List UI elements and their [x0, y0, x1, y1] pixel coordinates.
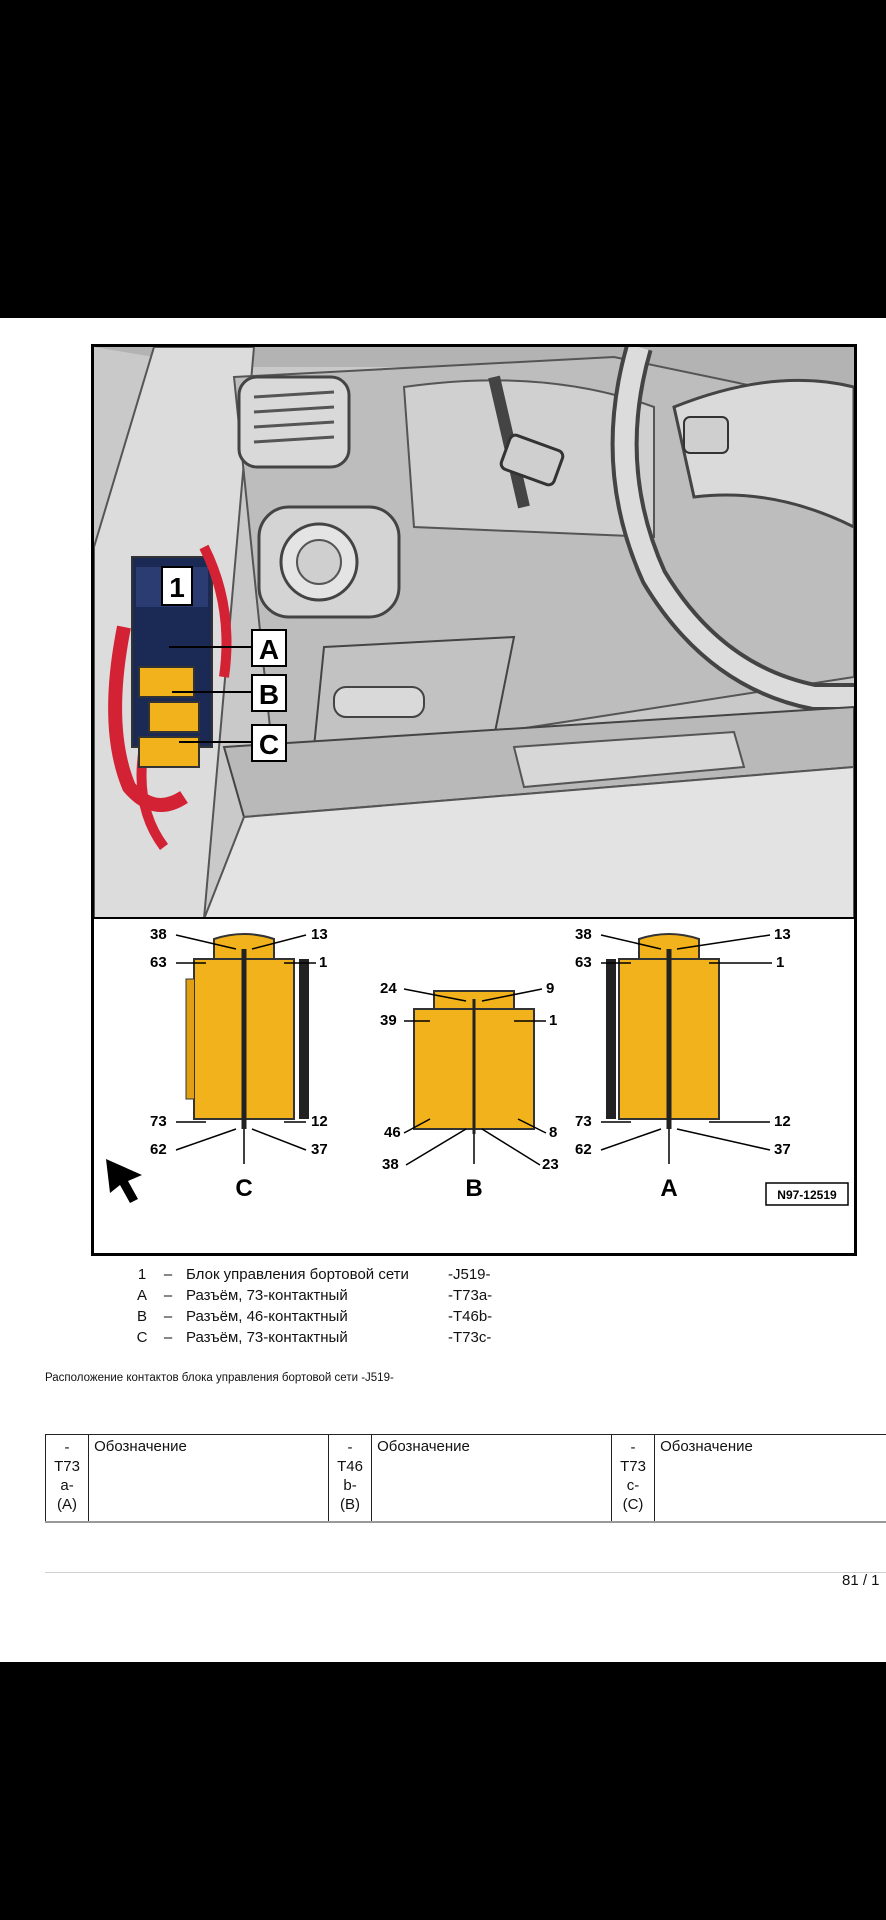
- svg-text:38: 38: [575, 926, 592, 943]
- svg-text:1: 1: [776, 954, 784, 971]
- svg-text:12: 12: [774, 1113, 791, 1130]
- page-number: 81 / 1: [842, 1572, 880, 1589]
- figure-legend: 1 – Блок управления бортовой сети -J519-…: [134, 1264, 493, 1348]
- legend-text: Блок управления бортовой сети: [186, 1266, 409, 1283]
- svg-text:8: 8: [549, 1124, 557, 1141]
- photo-label-b: B: [251, 674, 287, 712]
- svg-text:38: 38: [382, 1156, 399, 1173]
- svg-text:C: C: [259, 729, 279, 760]
- orientation-arrow-icon: [106, 1159, 142, 1203]
- photo-label-a: A: [251, 629, 287, 667]
- svg-text:A: A: [660, 1175, 677, 1202]
- svg-text:23: 23: [542, 1156, 559, 1173]
- connector-c: 38 13 63 1 73 12 62 37 C: [150, 926, 328, 1202]
- svg-text:C: C: [235, 1175, 252, 1202]
- dashboard-illustration: 1 A B C: [94, 347, 854, 919]
- svg-text:1: 1: [549, 1012, 557, 1029]
- svg-text:62: 62: [575, 1141, 592, 1158]
- legend-text: Разъём, 73-контактный: [186, 1287, 348, 1304]
- section-caption: Расположение контактов блока управления …: [45, 1372, 394, 1384]
- legend-key: 1: [137, 1266, 147, 1283]
- document-page: 1 A B C 38: [0, 318, 886, 1662]
- pinout-table: -T73 a-(A) Обозначение -T46 b-(B) Обозна…: [44, 1434, 886, 1523]
- svg-text:62: 62: [150, 1141, 167, 1158]
- column-number-header: -T73 c-(C): [610, 1434, 656, 1523]
- legend-code: -T73c-: [448, 1329, 492, 1346]
- connector-pinout-diagram: 38 13 63 1 73 12 62 37 C: [106, 926, 849, 1206]
- column-number-header: -T73 a-(A): [44, 1434, 90, 1523]
- legend-code: -T73a-: [448, 1287, 493, 1304]
- legend-key: C: [136, 1329, 148, 1346]
- column-label-header: Обозначение: [371, 1434, 612, 1523]
- legend-code: -J519-: [448, 1266, 491, 1283]
- svg-text:13: 13: [774, 926, 791, 943]
- svg-text:73: 73: [575, 1113, 592, 1130]
- legend-text: Разъём, 46-контактный: [186, 1308, 348, 1325]
- table-header-row: -T73 a-(A) Обозначение -T46 b-(B) Обозна…: [44, 1434, 886, 1523]
- table-bottom-border: [45, 1521, 886, 1523]
- svg-text:A: A: [259, 634, 279, 665]
- svg-text:24: 24: [380, 980, 397, 997]
- connector-b: 24 9 39 1 46 8 38 23 B: [380, 980, 559, 1202]
- svg-text:13: 13: [311, 926, 328, 943]
- photo-label-c: C: [251, 724, 287, 762]
- legend-row: C – Разъём, 73-контактный -T73c-: [134, 1327, 492, 1348]
- legend-text: Разъём, 73-контактный: [186, 1329, 348, 1346]
- svg-text:46: 46: [384, 1124, 401, 1141]
- legend-key: B: [136, 1308, 147, 1325]
- legend-row: 1 – Блок управления бортовой сети -J519-: [134, 1264, 492, 1285]
- svg-text:1: 1: [319, 954, 327, 971]
- svg-text:39: 39: [380, 1012, 397, 1029]
- footer-rule: [45, 1572, 886, 1573]
- figure-code: N97-12519: [765, 1182, 849, 1206]
- legend-row: B – Разъём, 46-контактный -T46b-: [134, 1306, 492, 1327]
- legend-key: A: [136, 1287, 147, 1304]
- svg-text:63: 63: [575, 954, 592, 971]
- connector-a: 38 13 63 1 73 12 62 37 A: [575, 926, 791, 1202]
- svg-text:N97-12519: N97-12519: [777, 1188, 837, 1202]
- photo-label-1: 1: [161, 566, 193, 606]
- column-label-header: Обозначение: [654, 1434, 886, 1523]
- svg-text:38: 38: [150, 926, 167, 943]
- svg-text:9: 9: [546, 980, 554, 997]
- svg-text:B: B: [259, 679, 279, 710]
- legend-row: A – Разъём, 73-контактный -T73a-: [134, 1285, 492, 1306]
- svg-text:73: 73: [150, 1113, 167, 1130]
- location-figure: 1 A B C 38: [91, 344, 857, 1256]
- svg-text:12: 12: [311, 1113, 328, 1130]
- svg-text:B: B: [465, 1175, 482, 1202]
- svg-text:37: 37: [311, 1141, 328, 1158]
- column-label-header: Обозначение: [88, 1434, 329, 1523]
- svg-text:1: 1: [169, 572, 185, 603]
- svg-text:63: 63: [150, 954, 167, 971]
- legend-code: -T46b-: [448, 1308, 493, 1325]
- svg-text:37: 37: [774, 1141, 791, 1158]
- column-number-header: -T46 b-(B): [327, 1434, 373, 1523]
